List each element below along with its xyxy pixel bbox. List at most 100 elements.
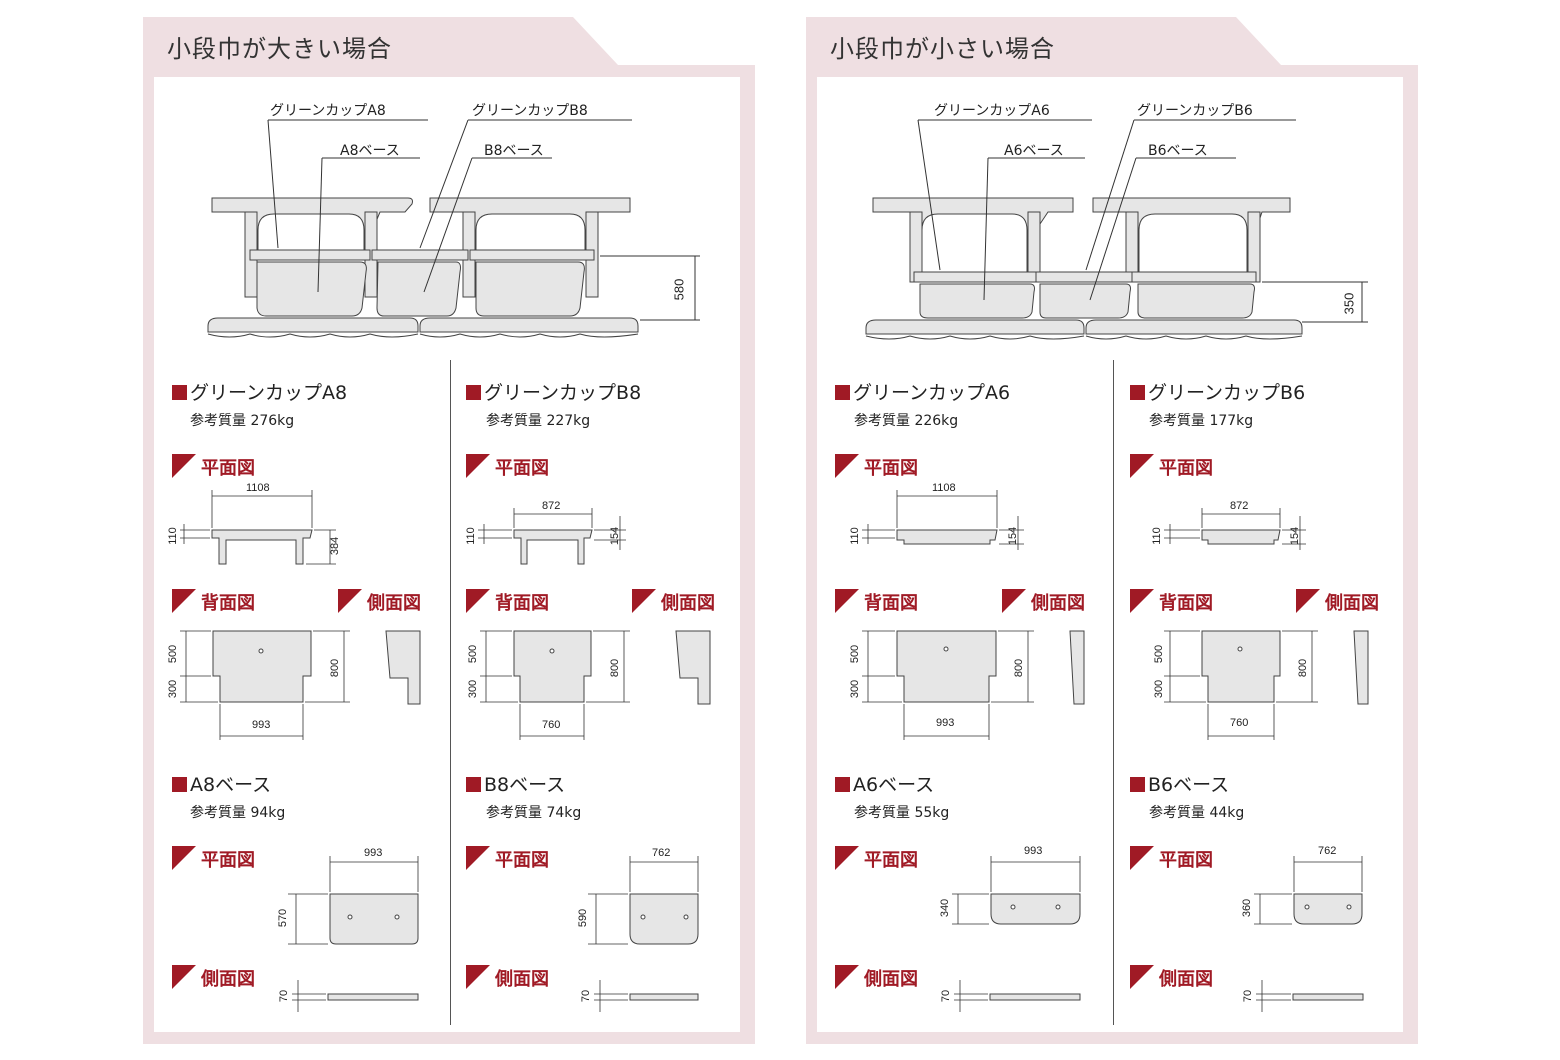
- bullet-square-icon: [466, 777, 481, 792]
- red-triangle-icon: [466, 846, 490, 870]
- right-base-b-plan-depth: 360: [1241, 898, 1254, 918]
- left-cup-a-back-width: 993: [252, 719, 271, 731]
- right-cup-a-plan-h2: 154: [1007, 526, 1020, 546]
- red-triangle-icon: [1002, 589, 1026, 613]
- left-base-a-weight: 参考質量 94kg: [190, 805, 286, 821]
- red-triangle-icon: [466, 965, 490, 989]
- right-height-dim: 350: [1341, 292, 1357, 315]
- right-base-a-heading: A6ベース: [835, 770, 934, 797]
- left-panel-body: [154, 77, 740, 1032]
- right-cup-b-heading: グリーンカップB6: [1130, 378, 1305, 405]
- left-base-a-plan-depth: 570: [277, 908, 290, 928]
- red-triangle-icon: [172, 965, 196, 989]
- left-cup-b-back-h2: 300: [467, 679, 480, 699]
- bullet-square-icon: [466, 385, 481, 400]
- red-triangle-icon: [835, 454, 859, 478]
- bullet-square-icon: [1130, 385, 1145, 400]
- left-cup-b-back-width: 760: [542, 719, 561, 731]
- left-panel: 小段巾が大きい場合: [143, 17, 755, 1044]
- right-cup-b-plan-h2: 154: [1289, 526, 1302, 546]
- left-column-divider: [450, 360, 451, 1025]
- left-base-a-heading: A8ベース: [172, 770, 271, 797]
- left-cup-a-weight: 参考質量 276kg: [190, 413, 295, 429]
- right-cup-b-name: グリーンカップB6: [1148, 382, 1306, 404]
- right-base-b-plan-width: 762: [1318, 845, 1337, 857]
- left-base-b-plan-depth: 590: [577, 908, 590, 928]
- red-triangle-icon: [1296, 589, 1320, 613]
- left-base-b-side-thick: 70: [580, 989, 593, 1003]
- red-triangle-icon: [172, 846, 196, 870]
- right-cup-a-name: グリーンカップA6: [853, 382, 1011, 404]
- right-cup-a-back-right: 800: [1013, 658, 1026, 678]
- left-cup-b-plan-h2: 154: [609, 526, 622, 546]
- right-callout-base-a: A6ベース: [1004, 143, 1064, 159]
- right-cup-a-back-h1: 500: [849, 644, 862, 664]
- right-callout-cup-b: グリーンカップB6: [1137, 103, 1253, 119]
- red-triangle-icon: [835, 846, 859, 870]
- left-base-b-weight: 参考質量 74kg: [486, 805, 582, 821]
- red-triangle-icon: [1130, 454, 1154, 478]
- left-callout-base-b: B8ベース: [484, 143, 544, 159]
- left-cup-a-plan-h1: 110: [166, 527, 179, 545]
- right-base-b-heading: B6ベース: [1130, 770, 1229, 797]
- right-cup-a-weight: 参考質量 226kg: [854, 413, 959, 429]
- right-cup-b-back-h1: 500: [1153, 644, 1166, 664]
- right-base-a-weight: 参考質量 55kg: [854, 805, 950, 821]
- right-base-b-weight: 参考質量 44kg: [1149, 805, 1245, 821]
- right-base-a-plan-depth: 340: [939, 898, 952, 918]
- bullet-square-icon: [1130, 777, 1145, 792]
- left-cup-a-name: グリーンカップA8: [190, 382, 348, 404]
- right-panel-body: [817, 77, 1403, 1032]
- left-callout-base-a: A8ベース: [340, 143, 400, 159]
- left-base-a-side-thick: 70: [278, 989, 291, 1003]
- left-base-a-plan-width: 993: [364, 847, 383, 859]
- right-callout-cup-a: グリーンカップA6: [934, 103, 1050, 119]
- left-cup-a-plan-h2: 384: [329, 536, 342, 556]
- left-cup-b-plan-width: 872: [542, 500, 561, 512]
- red-triangle-icon: [1130, 589, 1154, 613]
- red-triangle-icon: [835, 589, 859, 613]
- red-triangle-icon: [172, 589, 196, 613]
- left-cup-a-plan-width: 1108: [246, 482, 270, 494]
- left-cup-a-heading: グリーンカップA8: [172, 378, 347, 405]
- right-cup-a-back-h2: 300: [849, 679, 862, 699]
- red-triangle-icon: [1130, 846, 1154, 870]
- red-triangle-icon: [632, 589, 656, 613]
- left-cup-a-back-h1: 500: [167, 644, 180, 664]
- left-base-a-name: A8ベース: [190, 774, 272, 796]
- right-callout-base-b: B6ベース: [1148, 143, 1208, 159]
- left-height-dim: 580: [671, 278, 687, 301]
- left-cup-b-name: グリーンカップB8: [484, 382, 642, 404]
- right-cup-b-back-width: 760: [1230, 717, 1249, 729]
- right-base-a-side-thick: 70: [940, 989, 953, 1003]
- bullet-square-icon: [835, 777, 850, 792]
- red-triangle-icon: [338, 589, 362, 613]
- right-base-b-name: B6ベース: [1148, 774, 1230, 796]
- left-callout-cup-a: グリーンカップA8: [270, 103, 386, 119]
- left-callout-cup-b: グリーンカップB8: [472, 103, 588, 119]
- bullet-square-icon: [835, 385, 850, 400]
- right-base-a-name: A6ベース: [853, 774, 935, 796]
- left-cup-a-back-right: 800: [329, 658, 342, 678]
- left-base-b-name: B8ベース: [484, 774, 566, 796]
- left-cup-b-back-right: 800: [609, 658, 622, 678]
- left-base-b-heading: B8ベース: [466, 770, 565, 797]
- bullet-square-icon: [172, 777, 187, 792]
- right-column-divider: [1113, 360, 1114, 1025]
- right-cup-a-back-width: 993: [936, 717, 955, 729]
- red-triangle-icon: [466, 454, 490, 478]
- left-cup-a-back-h2: 300: [167, 679, 180, 699]
- left-cup-b-back-h1: 500: [467, 644, 480, 664]
- left-panel-title: 小段巾が大きい場合: [167, 35, 392, 63]
- left-cup-b-heading: グリーンカップB8: [466, 378, 641, 405]
- red-triangle-icon: [835, 965, 859, 989]
- right-base-b-side-thick: 70: [1242, 989, 1255, 1003]
- red-triangle-icon: [1130, 965, 1154, 989]
- right-cup-a-plan-h1: 110: [848, 527, 861, 545]
- right-panel: 小段巾が小さい場合: [806, 17, 1418, 1044]
- left-cup-b-weight: 参考質量 227kg: [486, 413, 591, 429]
- right-cup-b-plan-width: 872: [1230, 500, 1249, 512]
- right-cup-a-plan-width: 1108: [932, 482, 956, 494]
- right-cup-b-plan-h1: 110: [1150, 527, 1163, 545]
- red-triangle-icon: [172, 454, 196, 478]
